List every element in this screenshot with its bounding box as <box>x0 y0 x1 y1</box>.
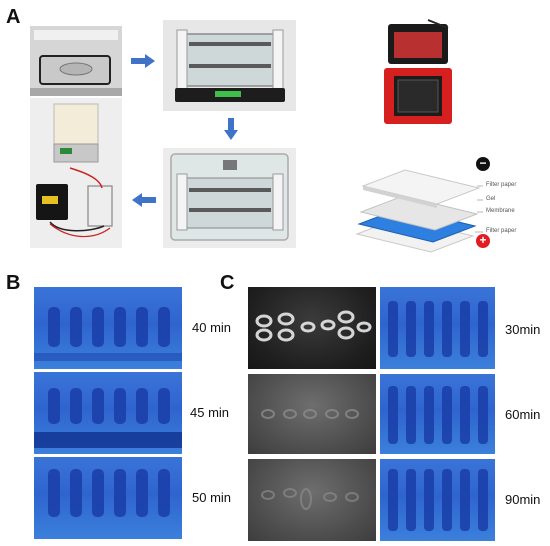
time-label-40min: 40 min <box>192 320 232 335</box>
time-label-45min: 45 min <box>190 405 230 420</box>
power-supply-photo <box>30 98 122 248</box>
panel-label-a: A <box>6 6 21 28</box>
microwave-tray-image <box>30 26 122 96</box>
gel-bands-60min <box>388 386 488 444</box>
power-supply-image <box>30 98 122 248</box>
gel-image-30min <box>380 287 495 369</box>
arrow-down-icon <box>224 118 238 140</box>
panel-label-b: B <box>6 272 21 294</box>
plus-sign: + <box>479 233 487 247</box>
time-label-30min: 30min <box>505 322 541 337</box>
microwave-photo <box>30 26 122 96</box>
plus-electrode-icon: + <box>476 234 490 248</box>
red-frame-image <box>384 19 452 124</box>
label-membrane: Membrane <box>486 208 515 214</box>
membrane-bands-90min <box>261 488 359 510</box>
time-label-50min: 50 min <box>192 490 232 505</box>
gel-image-45min <box>34 372 182 454</box>
transfer-tank-image <box>163 148 296 248</box>
transfer-sandwich-diagram <box>355 169 483 253</box>
gel-image-60min <box>380 374 495 454</box>
membrane-image-60min <box>248 374 376 454</box>
label-filter-paper-top: Filter paper <box>486 182 517 188</box>
membrane-image-30min <box>248 287 376 369</box>
label-gel: Gel <box>486 196 496 202</box>
gel-bands-45min <box>34 388 182 448</box>
arrow-left-icon <box>132 193 156 207</box>
membrane-bands-60min <box>261 409 359 419</box>
gel-image-50min <box>34 457 182 539</box>
gel-bands-30min <box>388 301 488 357</box>
gel-bands-90min <box>388 469 488 531</box>
gel-bands-40min <box>34 307 182 361</box>
casting-stand-image <box>163 20 296 111</box>
minus-electrode-icon: − <box>476 157 490 171</box>
gel-bands-50min <box>48 469 170 517</box>
transfer-tank-photo <box>163 148 296 248</box>
time-label-60min: 60min <box>505 407 541 422</box>
gel-cassette-photo <box>163 20 296 111</box>
gel-image-40min <box>34 287 182 369</box>
gel-image-90min <box>380 459 495 541</box>
minus-sign: − <box>479 156 487 170</box>
panel-label-c: C <box>220 272 235 294</box>
casting-frame-photo <box>378 18 460 126</box>
arrow-right-icon <box>131 54 155 68</box>
label-filter-paper-bottom: Filter paper <box>486 228 517 234</box>
membrane-image-90min <box>248 459 376 541</box>
time-label-90min: 90min <box>505 492 541 507</box>
membrane-bands-30min <box>255 310 372 342</box>
